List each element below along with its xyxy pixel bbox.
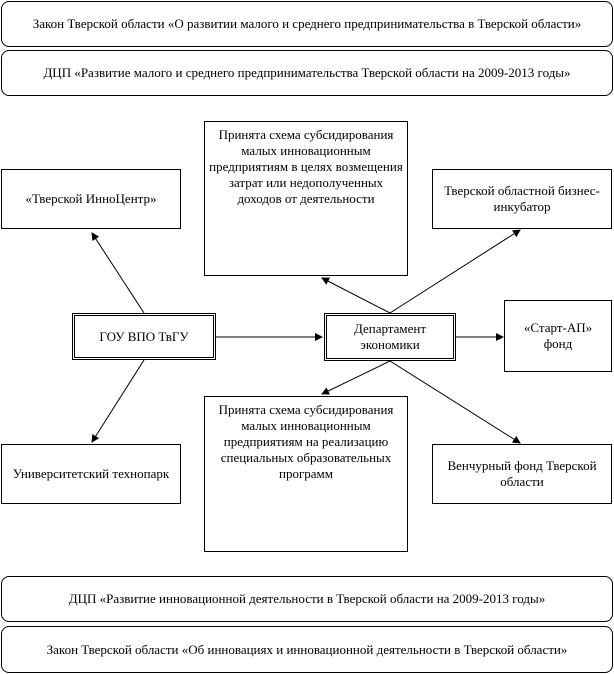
node-department-text: Департамент экономики xyxy=(353,321,427,352)
arrow-department-to-subsidy-costs xyxy=(321,277,391,314)
node-subsidy-programs: Принята схема субсидирования малых иннов… xyxy=(204,396,408,552)
node-incubator: Тверской областной бизнес-инкубатор xyxy=(432,169,612,229)
node-technopark-text: Университетский технопарк xyxy=(12,466,170,481)
node-university: ГОУ ВПО ТвГУ xyxy=(72,313,216,360)
arrow-department-to-subsidy-programs xyxy=(321,360,391,395)
node-venture-fund-text: Венчурный фонд Тверской области xyxy=(447,458,597,489)
arrow-department-to-venture-fund xyxy=(389,360,521,444)
node-venture-fund: Венчурный фонд Тверской области xyxy=(432,444,612,504)
banner-law-msp-text: Закон Тверской области «О развитии малог… xyxy=(32,16,582,31)
node-tver-innocenter-text: «Тверской ИнноЦентр» xyxy=(25,191,157,206)
node-incubator-text: Тверской областной бизнес-инкубатор xyxy=(444,183,600,214)
node-department: Департамент экономики xyxy=(324,313,456,361)
node-start-ap: «Старт-АП» фонд xyxy=(504,300,612,372)
node-start-ap-text: «Старт-АП» фонд xyxy=(523,320,593,351)
banner-dcp-msp-text: ДЦП «Развитие малого и среднего предприн… xyxy=(43,65,571,80)
node-subsidy-costs: Принята схема субсидирования малых иннов… xyxy=(204,121,408,276)
arrow-university-to-technopark xyxy=(91,359,145,443)
node-university-text: ГОУ ВПО ТвГУ xyxy=(99,328,189,344)
node-technopark: Университетский технопарк xyxy=(1,444,181,504)
arrow-university-to-innocenter xyxy=(91,232,145,314)
banner-law-innov-text: Закон Тверской области «Об инновациях и … xyxy=(46,641,568,657)
node-subsidy-programs-text: Принята схема субсидирования малых иннов… xyxy=(218,402,394,481)
arrow-department-to-incubator xyxy=(389,229,521,314)
banner-law-innov: Закон Тверской области «Об инновациях и … xyxy=(1,626,613,673)
banner-dcp-msp: ДЦП «Развитие малого и среднего предприн… xyxy=(1,50,613,96)
banner-dcp-innov: ДЦП «Развитие инновационной деятельности… xyxy=(1,576,613,622)
banner-dcp-innov-text: ДЦП «Развитие инновационной деятельности… xyxy=(68,591,546,606)
node-subsidy-costs-text: Принята схема субсидирования малых иннов… xyxy=(209,127,403,206)
banner-law-msp: Закон Тверской области «О развитии малог… xyxy=(1,1,613,47)
node-tver-innocenter: «Тверской ИнноЦентр» xyxy=(1,169,181,229)
